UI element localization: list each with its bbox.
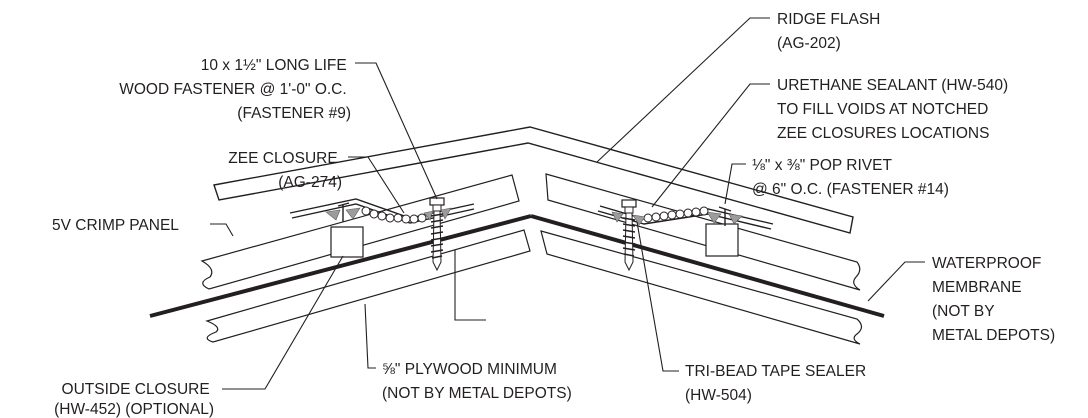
label-crimp-panel: 5V CRIMP PANEL: [52, 217, 179, 234]
label-zee-closure: ZEE CLOSURE (AG-274): [228, 150, 342, 191]
pop-rivet-left: [337, 202, 350, 222]
membrane-left: [149, 214, 532, 318]
label-tri-bead-tape: TRI-BEAD TAPE SEALER (HW-504): [685, 363, 870, 404]
label-outside-closure: OUTSIDE CLOSURE (HW-452) (OPTIONAL): [54, 381, 214, 418]
label-waterproof-membrane: WATERPROOF MEMBRANE (NOT BY METAL DEPOTS…: [932, 255, 1055, 344]
urethane-sealant-right: [643, 206, 709, 223]
outside-closure-left: [330, 226, 364, 258]
plywood-right: [540, 230, 863, 345]
label-pop-rivet: ⅛" x ⅜" POP RIVET @ 6" O.C. (FASTENER #1…: [752, 157, 949, 198]
membrane-right: [530, 214, 885, 318]
label-wood-fastener: 10 x 1½" LONG LIFE WOOD FASTENER @ 1'-0"…: [119, 57, 351, 122]
wood-fastener-left: [423, 197, 452, 272]
label-ridge-flash: RIDGE FLASH (AG-202): [777, 11, 885, 52]
label-plywood: ⅝" PLYWOOD MINIMUM (NOT BY METAL DEPOTS): [382, 361, 572, 402]
wood-fastener-right: [611, 199, 646, 272]
outside-closure-right: [705, 223, 739, 257]
pop-rivet-right: [718, 206, 732, 226]
urethane-sealant-left: [361, 206, 427, 224]
label-urethane-sealant: URETHANE SEALANT (HW-540) TO FILL VOIDS …: [777, 77, 1012, 142]
plywood-left: [205, 229, 531, 343]
ridge-flash: [213, 126, 854, 234]
leader-lines: [210, 17, 925, 390]
